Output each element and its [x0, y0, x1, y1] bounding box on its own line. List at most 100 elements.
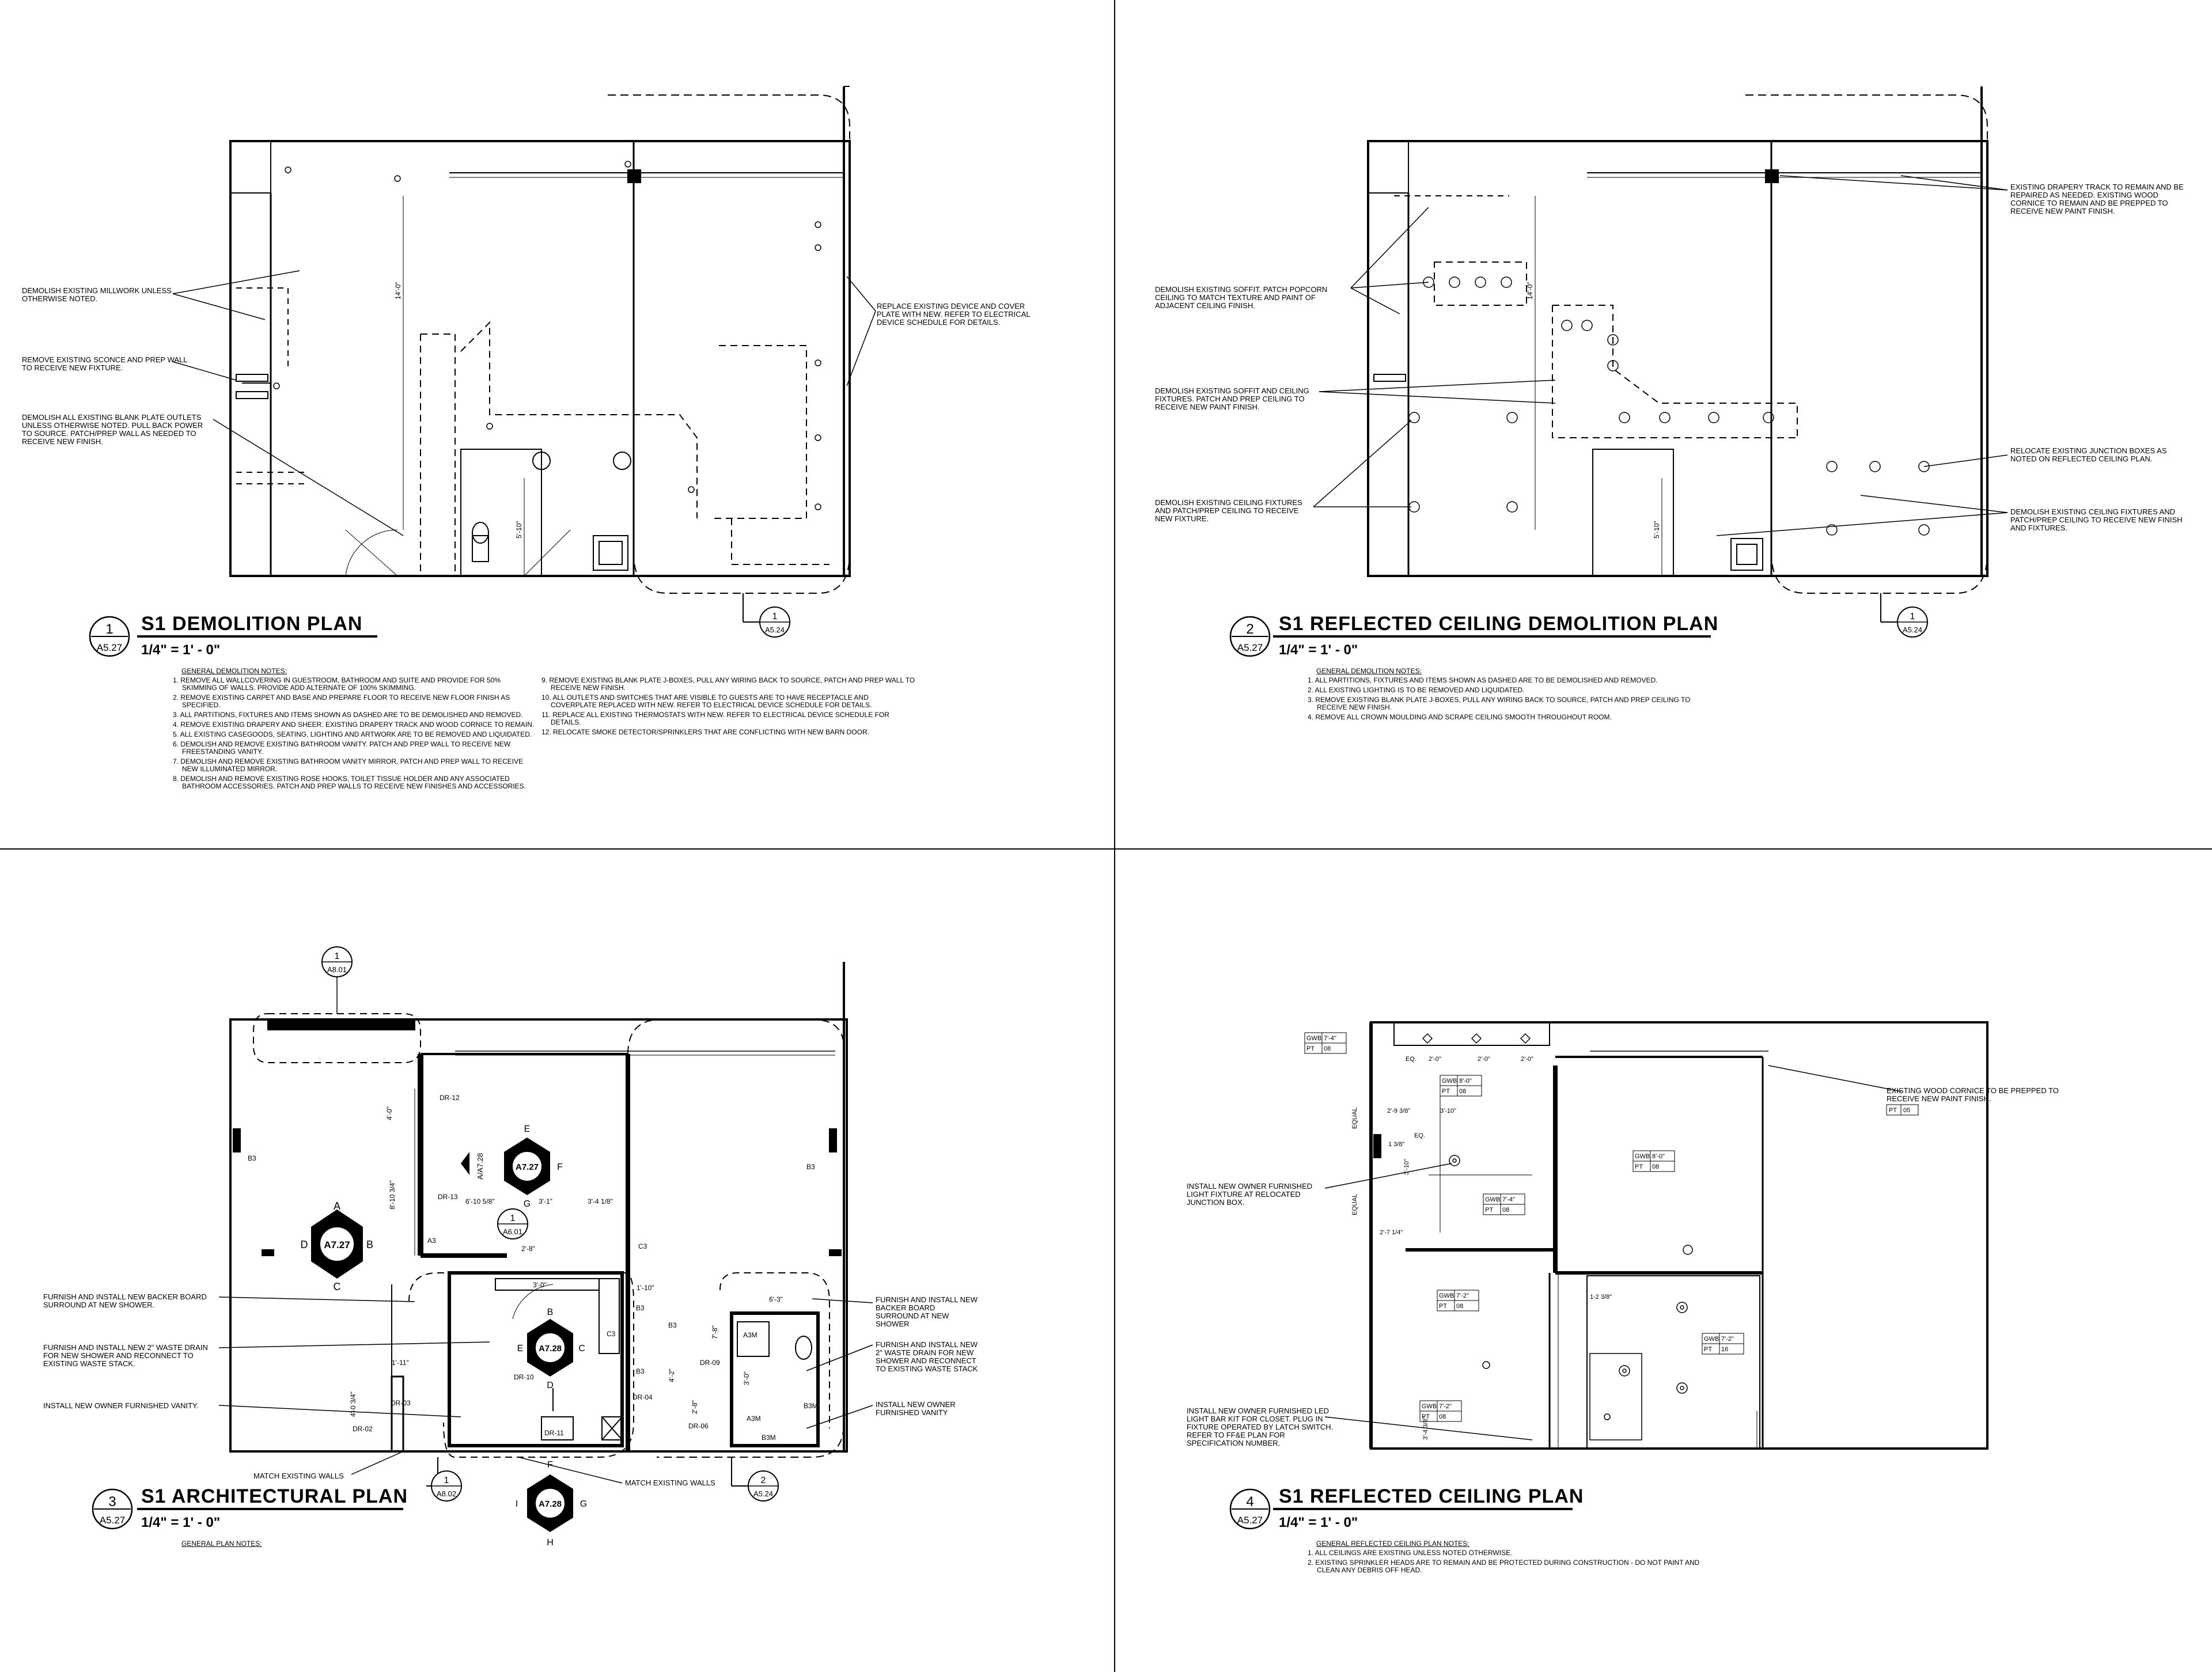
p1-note-4: 4. REMOVE EXISTING DRAPERY AND SHEER. EX… [173, 721, 535, 729]
view-bubble-4[interactable]: 4 A5.27 [1229, 1488, 1271, 1530]
svg-text:1: 1 [444, 1476, 449, 1485]
svg-text:DR-12: DR-12 [440, 1094, 460, 1102]
elevation-marker-bath[interactable]: A7.28 B C D E [517, 1307, 585, 1390]
svg-text:1: 1 [772, 612, 778, 621]
p4-note-2: 2. EXISTING SPRINKLER HEADS ARE TO REMAI… [1308, 1559, 1700, 1574]
svg-text:C: C [578, 1344, 585, 1353]
svg-text:A5.24: A5.24 [765, 625, 785, 634]
p3-callout-vanity: INSTALL NEW OWNER FURNISHED VANITY. [43, 1401, 199, 1410]
svg-text:1'-11": 1'-11" [392, 1359, 409, 1367]
p3-scale: 1/4" = 1' - 0" [141, 1515, 221, 1530]
svg-text:F: F [557, 1162, 563, 1172]
p1-callout-device: REPLACE EXISTING DEVICE AND COVER PLATE … [877, 302, 1031, 327]
plan-1-2-dims: 14'-0" 5'-10" 14'-0" 5'-10" [394, 282, 1661, 539]
svg-text:3'-0": 3'-0" [743, 1371, 751, 1385]
view-bubble-4-number: 4 [1246, 1494, 1253, 1510]
section-ref-p3-a601[interactable]: 1 A6.01 [497, 1208, 528, 1239]
svg-text:A8.01: A8.01 [327, 965, 347, 974]
view-bubble-2[interactable]: 2 A5.27 [1229, 616, 1271, 657]
view-bubble-3[interactable]: 3 A5.27 [92, 1488, 133, 1530]
svg-text:PT: PT [1635, 1163, 1643, 1170]
svg-text:2'-0": 2'-0" [1478, 1056, 1490, 1063]
elevation-marker-upper[interactable]: A7.27 E F G [504, 1124, 563, 1209]
section-ref-p2[interactable]: 1 A5.24 [1897, 606, 1928, 638]
section-ref-p3-top[interactable]: 1 A8.01 [321, 946, 353, 1014]
view-bubble-1[interactable]: 1 A5.27 [89, 616, 130, 657]
svg-text:DR-09: DR-09 [700, 1359, 720, 1367]
svg-text:E: E [524, 1124, 531, 1134]
svg-text:A7.28: A7.28 [539, 1499, 562, 1509]
svg-text:PT: PT [1422, 1413, 1430, 1420]
svg-text:PT: PT [1306, 1045, 1315, 1052]
svg-text:2'-0": 2'-0" [1521, 1056, 1533, 1063]
elevation-marker-room[interactable]: A7.27 A B C D [301, 1200, 374, 1292]
p4-title: S1 REFLECTED CEILING PLAN [1279, 1485, 1584, 1507]
view-bubble-2-number: 2 [1246, 621, 1253, 637]
svg-text:1'-10": 1'-10" [637, 1284, 654, 1292]
plan-2-drawing [1313, 86, 2008, 623]
svg-text:08: 08 [1652, 1163, 1659, 1170]
svg-text:A5.24: A5.24 [1903, 625, 1922, 634]
svg-text:GWB: GWB [1439, 1292, 1454, 1299]
svg-text:6'-10 5/8": 6'-10 5/8" [465, 1197, 495, 1205]
svg-text:6'-3": 6'-3" [769, 1295, 783, 1303]
svg-text:08: 08 [1502, 1207, 1509, 1214]
p1-callout-millwork: DEMOLISH EXISTING MILLWORK UNLESS OTHERW… [22, 286, 172, 303]
svg-text:1: 1 [1910, 612, 1915, 621]
small-elevation-ref[interactable]: A/A7.28 [461, 1152, 484, 1180]
p3-callout-match-walls-1: MATCH EXISTING WALLS [253, 1472, 344, 1480]
svg-text:B: B [366, 1239, 373, 1250]
svg-text:B3: B3 [636, 1367, 645, 1375]
svg-text:PT: PT [1442, 1088, 1450, 1095]
svg-text:GWB: GWB [1635, 1153, 1650, 1160]
p1-note-5: 5. ALL EXISTING CASEGOODS, SEATING, LIGH… [173, 730, 532, 738]
svg-text:1: 1 [335, 951, 340, 961]
svg-text:1: 1 [510, 1214, 516, 1223]
view-bubble-1-sheet: A5.27 [97, 642, 122, 653]
svg-text:DR-06: DR-06 [688, 1422, 709, 1430]
svg-text:PT: PT [1889, 1107, 1897, 1114]
svg-text:GWB: GWB [1485, 1196, 1500, 1203]
plan-3-drawing [218, 962, 873, 1487]
svg-text:B3: B3 [248, 1154, 256, 1162]
p2-callout-soffit: DEMOLISH EXISTING SOFFIT. PATCH POPCORN … [1155, 285, 1328, 310]
p2-note-3: 3. REMOVE EXISTING BLANK PLATE J-BOXES, … [1308, 696, 1691, 711]
svg-text:A8.02: A8.02 [437, 1489, 456, 1498]
section-ref-p3-a802[interactable]: 1 A8.02 [431, 1470, 462, 1502]
svg-text:14'-0": 14'-0" [1526, 282, 1534, 299]
svg-text:B3M: B3M [804, 1402, 818, 1410]
p1-note-12: 12. RELOCATE SMOKE DETECTOR/SPRINKLERS T… [541, 728, 869, 736]
plan-1-drawing [172, 86, 876, 623]
svg-text:A6.01: A6.01 [503, 1227, 522, 1236]
svg-text:C3: C3 [638, 1242, 647, 1250]
p3-callout-backer: FURNISH AND INSTALL NEW BACKER BOARD SUR… [43, 1292, 207, 1309]
p3-title: S1 ARCHITECTURAL PLAN [141, 1485, 408, 1507]
svg-text:F: F [547, 1460, 553, 1470]
svg-text:GWB: GWB [1422, 1403, 1437, 1410]
svg-text:DR-03: DR-03 [391, 1399, 411, 1407]
svg-text:08: 08 [1456, 1303, 1463, 1310]
section-ref-p1[interactable]: 1 A5.24 [759, 606, 790, 638]
elevation-marker-lower[interactable]: A7.28 F G H I [516, 1460, 587, 1548]
section-ref-p3-a524[interactable]: 2 A5.24 [748, 1470, 779, 1502]
p2-note-1: 1. ALL PARTITIONS, FIXTURES AND ITEMS SH… [1308, 676, 1658, 684]
svg-text:2: 2 [761, 1476, 766, 1485]
p4-callout-light: INSTALL NEW OWNER FURNISHED LIGHT FIXTUR… [1187, 1182, 1313, 1207]
svg-text:2'-9 3/8": 2'-9 3/8" [1387, 1108, 1410, 1114]
title-bars [137, 635, 1711, 1510]
svg-text:G: G [580, 1499, 587, 1509]
svg-text:PT: PT [1485, 1207, 1493, 1214]
p1-note-1: 1. REMOVE ALL WALLCOVERING IN GUESTROOM,… [173, 676, 501, 692]
svg-text:7'-2": 7'-2" [1721, 1336, 1734, 1343]
p4-callout-cornice: EXISTING WOOD CORNICE TO BE PREPPED TO R… [1887, 1086, 2059, 1103]
p1-note-6: 6. DEMOLISH AND REMOVE EXISTING BATHROOM… [173, 740, 511, 756]
view-bubble-1-number: 1 [105, 621, 113, 637]
p3-callout-drain: FURNISH AND INSTALL NEW 2" WASTE DRAIN F… [43, 1343, 208, 1368]
svg-text:GWB: GWB [1442, 1078, 1457, 1085]
